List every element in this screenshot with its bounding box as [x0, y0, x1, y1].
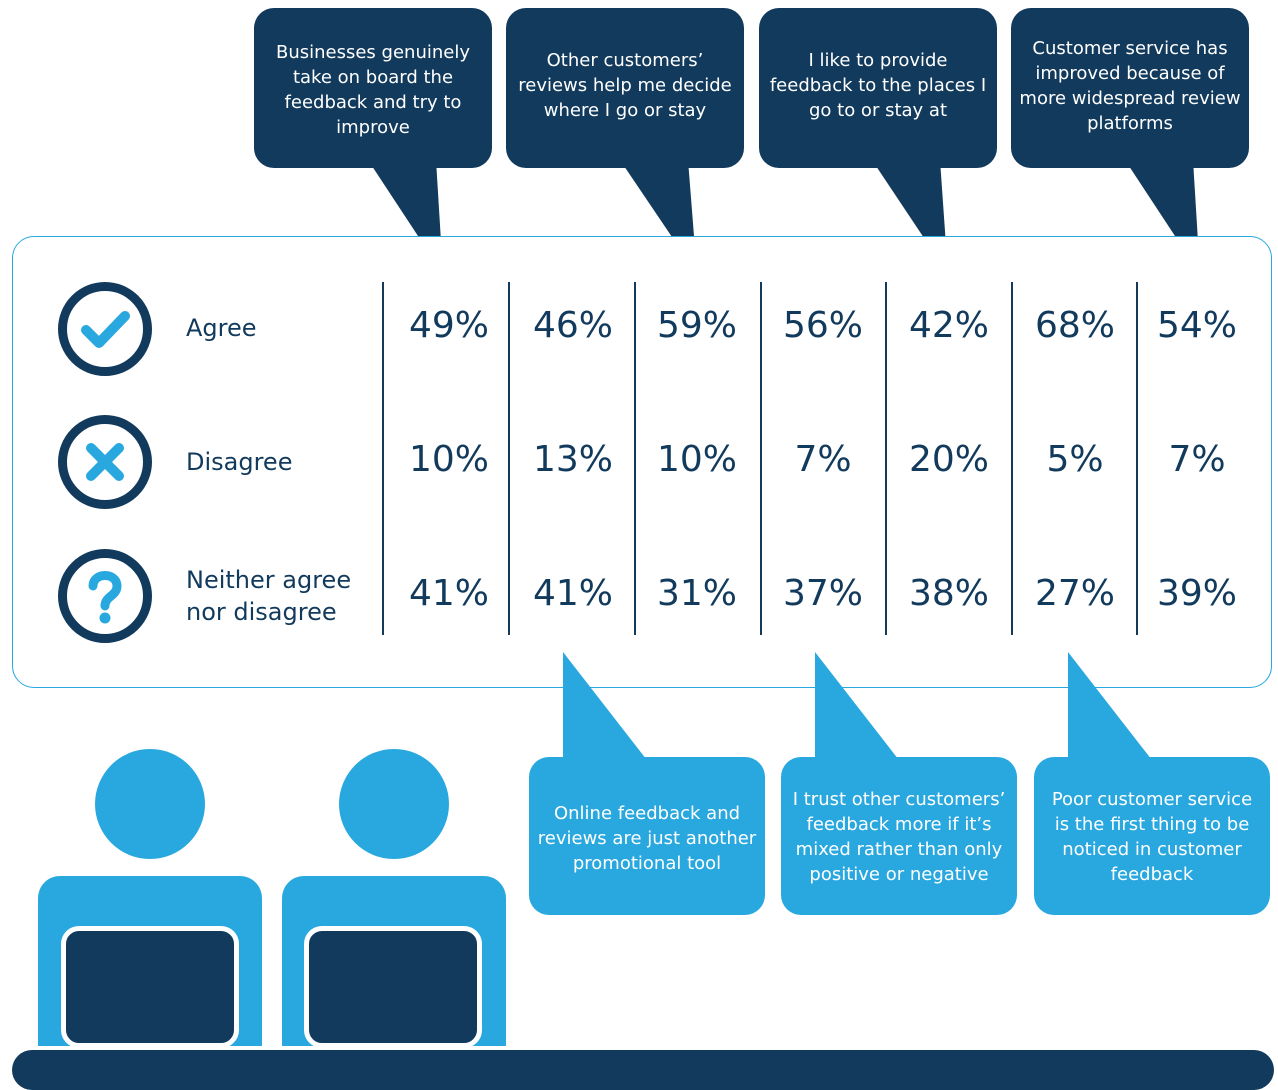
question-icon	[58, 549, 152, 643]
pct-neither-col-5: 38%	[908, 573, 989, 614]
statement-bubble-1: Businesses genuinely take on board the f…	[254, 8, 492, 168]
statement-bubble-4: I trust other customers’ feedback more i…	[781, 757, 1017, 915]
statement-bubble-2: Online feedback and reviews are just ano…	[529, 757, 765, 915]
laptop-icon	[61, 926, 239, 1048]
statement-bubble-6: Poor customer service is the first thing…	[1034, 757, 1270, 915]
results-card	[12, 236, 1272, 688]
statement-bubble-3: Other customers’ reviews help me decide …	[506, 8, 744, 168]
pct-agree-col-7: 54%	[1156, 305, 1237, 346]
pct-disagree-col-4: 7%	[794, 439, 852, 480]
statement-bubble-7: Customer service has improved because of…	[1011, 8, 1249, 168]
statement-bubble-5: I like to provide feedback to the places…	[759, 8, 997, 168]
pct-neither-col-4: 37%	[782, 573, 863, 614]
laptop-icon	[304, 926, 482, 1048]
pct-neither-col-3: 31%	[656, 573, 737, 614]
pct-agree-col-1: 49%	[408, 305, 489, 346]
person-head-icon	[95, 749, 205, 859]
pct-neither-col-1: 41%	[408, 573, 489, 614]
column-divider	[1011, 282, 1013, 635]
pct-neither-col-7: 39%	[1156, 573, 1237, 614]
pct-agree-col-3: 59%	[656, 305, 737, 346]
column-divider	[1136, 282, 1138, 635]
pct-agree-col-4: 56%	[782, 305, 863, 346]
footer-bar	[12, 1050, 1274, 1090]
column-divider	[382, 282, 384, 635]
row-label-agree: Agree	[186, 314, 257, 342]
pct-disagree-col-7: 7%	[1168, 439, 1226, 480]
pct-disagree-col-5: 20%	[908, 439, 989, 480]
pct-disagree-col-6: 5%	[1046, 439, 1104, 480]
row-label-neither: Neither agree nor disagree	[186, 566, 352, 626]
pct-agree-col-2: 46%	[532, 305, 613, 346]
pct-agree-col-6: 68%	[1034, 305, 1115, 346]
person-head-icon	[339, 749, 449, 859]
pct-disagree-col-3: 10%	[656, 439, 737, 480]
column-divider	[634, 282, 636, 635]
pct-neither-col-6: 27%	[1034, 573, 1115, 614]
check-icon	[58, 282, 152, 376]
column-divider	[760, 282, 762, 635]
row-label-disagree: Disagree	[186, 448, 293, 476]
column-divider	[885, 282, 887, 635]
pct-disagree-col-2: 13%	[532, 439, 613, 480]
pct-disagree-col-1: 10%	[408, 439, 489, 480]
pct-agree-col-5: 42%	[908, 305, 989, 346]
pct-neither-col-2: 41%	[532, 573, 613, 614]
bubble-tails-bottom	[563, 652, 1155, 764]
cross-icon	[58, 415, 152, 509]
column-divider	[508, 282, 510, 635]
